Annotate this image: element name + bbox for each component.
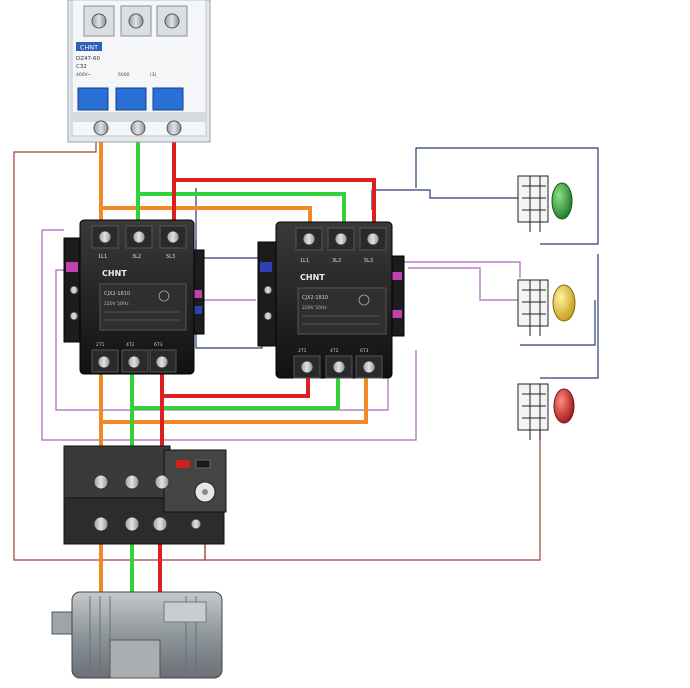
- thermal-overload-relay: [63, 445, 227, 545]
- stop-button-cap: [553, 388, 575, 424]
- purple-wire-4: [408, 267, 520, 301]
- breaker-model: DZ47-60: [76, 56, 100, 62]
- contactor-1-brand: CHNT: [102, 269, 127, 278]
- purple-wire-2: [55, 269, 389, 411]
- contactor-2-bterm-2: 4T2: [330, 348, 339, 354]
- contactor-2-bterm-3: 6T3: [360, 348, 369, 354]
- contactor-2-term-1: 1L1: [300, 258, 309, 264]
- motor-terminal-box: [109, 639, 161, 679]
- contactor-1-bterm-1: 2T1: [96, 342, 105, 348]
- circuit-breaker: CHNT DZ47-60 C32 400V~ 6000 (3): [67, 0, 211, 143]
- contactor-2-coil: 220V 50Hz: [302, 305, 327, 311]
- reverse-button-cap: [552, 284, 576, 322]
- breaker-mark-3: (3): [150, 72, 157, 78]
- contactor-2-term-3: 5L3: [364, 258, 373, 264]
- contactor-1-model: CJX2-1810: [104, 291, 130, 297]
- navy-wire-1: [415, 147, 599, 245]
- contactor-2-model: CJX2-1810: [302, 295, 328, 301]
- button-reverse[interactable]: [517, 279, 576, 336]
- contactor-2-term-2: 3L2: [332, 258, 341, 264]
- breaker-toggle-1: [77, 87, 109, 111]
- forward-button-cap: [551, 182, 573, 220]
- contactor-1-term-3: 5L3: [166, 254, 175, 260]
- contactor-2-brand: CHNT: [300, 273, 325, 282]
- l3-wire-rev: [162, 378, 310, 398]
- motor: [51, 591, 223, 679]
- l2-wire-cross: [138, 192, 346, 228]
- l1-wire-cross: [101, 206, 312, 228]
- breaker-rating: C32: [76, 64, 87, 70]
- breaker-toggle-2: [115, 87, 147, 111]
- l1-wire-rev: [101, 378, 368, 424]
- l3-wire-cross: [174, 178, 376, 228]
- breaker-toggle-3: [152, 87, 184, 111]
- contactor-1-bterm-3: 6T3: [154, 342, 163, 348]
- contactor-1-term-2: 3L2: [132, 254, 141, 260]
- contactor-1-term-1: 1L1: [98, 254, 107, 260]
- l2-wire-rev: [132, 378, 340, 410]
- purple-wire-1: [41, 229, 417, 441]
- contactor-2-bterm-1: 2T1: [298, 348, 307, 354]
- navy-wire-5: [195, 240, 262, 259]
- purple-wire-3: [400, 261, 521, 278]
- contactor-1-bterm-2: 4T2: [126, 342, 135, 348]
- navy-wire-4: [195, 188, 263, 349]
- breaker-mark-1: 400V~: [76, 72, 92, 78]
- button-stop[interactable]: [517, 383, 575, 440]
- brown-stop-wire: [204, 430, 541, 561]
- contactor-1: 1L1 3L2 5L3 CHNT CJX2-1810 220V 50Hz 2T1…: [63, 219, 205, 375]
- breaker-mark-2: 6000: [118, 72, 130, 78]
- breaker-brand-badge: [76, 42, 102, 51]
- navy-wire-2: [371, 189, 520, 210]
- navy-wire-6: [520, 300, 596, 346]
- button-forward[interactable]: [517, 175, 573, 232]
- breaker-brand: CHNT: [80, 44, 98, 52]
- contactor-2: 1L1 3L2 5L3 CHNT CJX2-1810 220V 50Hz 2T1…: [257, 221, 405, 379]
- contactor-1-coil: 220V 50Hz: [104, 301, 129, 307]
- navy-wire-3: [540, 254, 599, 379]
